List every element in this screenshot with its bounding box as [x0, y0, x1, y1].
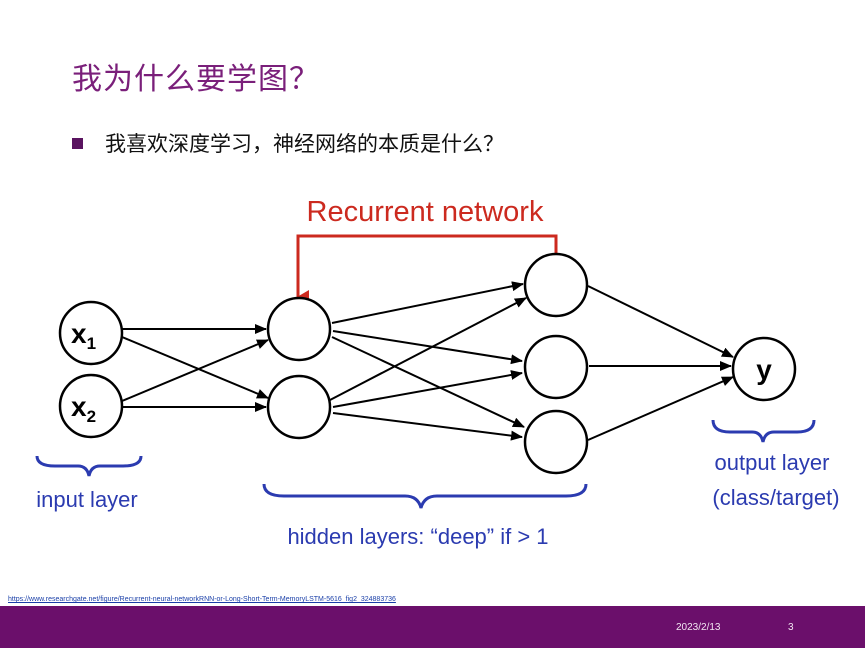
edge-h2-b: [332, 370, 523, 408]
slide-title: 我为什么要学图？: [72, 62, 320, 97]
edge-a-y: [587, 285, 734, 358]
bullet-item: 我喜欢深度学习，神经网络的本质是什么？: [72, 128, 504, 158]
input-layer-label: input layer: [36, 487, 138, 512]
input-node-x1-label: x1: [71, 318, 96, 353]
edge-h2-c: [332, 412, 523, 441]
bullet-square-icon: [72, 137, 83, 149]
output-layer-brace: [711, 419, 816, 443]
recurrent-network-label: Recurrent network: [307, 196, 544, 228]
page-number: 3: [788, 622, 794, 633]
input-node-x1: [58, 300, 124, 366]
edge-h1-c: [331, 336, 525, 428]
hidden-to-output-connections: [587, 285, 734, 441]
input-node-x2-label: x2: [71, 391, 96, 426]
footer-bar: 2023/2/13 3: [0, 606, 865, 648]
bullet-text: 我喜欢深度学习，神经网络的本质是什么？: [105, 132, 504, 156]
hidden-to-hidden-connections: [329, 281, 527, 441]
recurrent-loop-arrow: [296, 234, 558, 304]
input-layer-brace: [35, 455, 143, 477]
output-node-y: [731, 336, 797, 402]
edge-c-y: [587, 376, 734, 441]
hidden-node-2b: [523, 334, 589, 400]
hidden-node-2a: [523, 252, 589, 318]
edge-h2-a: [329, 297, 527, 401]
footer-date: 2023/2/13: [676, 622, 721, 633]
input-node-x2: [58, 373, 124, 439]
edge-h1-b: [332, 330, 523, 365]
hidden-layers-label: hidden layers: “deep” if > 1: [287, 524, 548, 549]
hidden-layers-brace: [262, 483, 588, 509]
source-link[interactable]: https://www.researchgate.net/figure/Recu…: [8, 596, 396, 603]
hidden-node-1b: [266, 374, 332, 440]
output-layer-label-line2: (class/target): [712, 485, 839, 510]
input-to-hidden-connections: [121, 324, 269, 412]
output-node-y-label: y: [756, 354, 772, 385]
neural-network-diagram: Recurrent network x1 x2 y: [35, 196, 840, 549]
edge-x2-h1: [121, 339, 269, 402]
output-layer-label-line1: output layer: [715, 450, 830, 475]
edge-h1-a: [331, 281, 524, 324]
edge-x1-h2: [121, 336, 269, 399]
hidden-node-2c: [523, 409, 589, 475]
hidden-node-1a: [266, 296, 332, 362]
